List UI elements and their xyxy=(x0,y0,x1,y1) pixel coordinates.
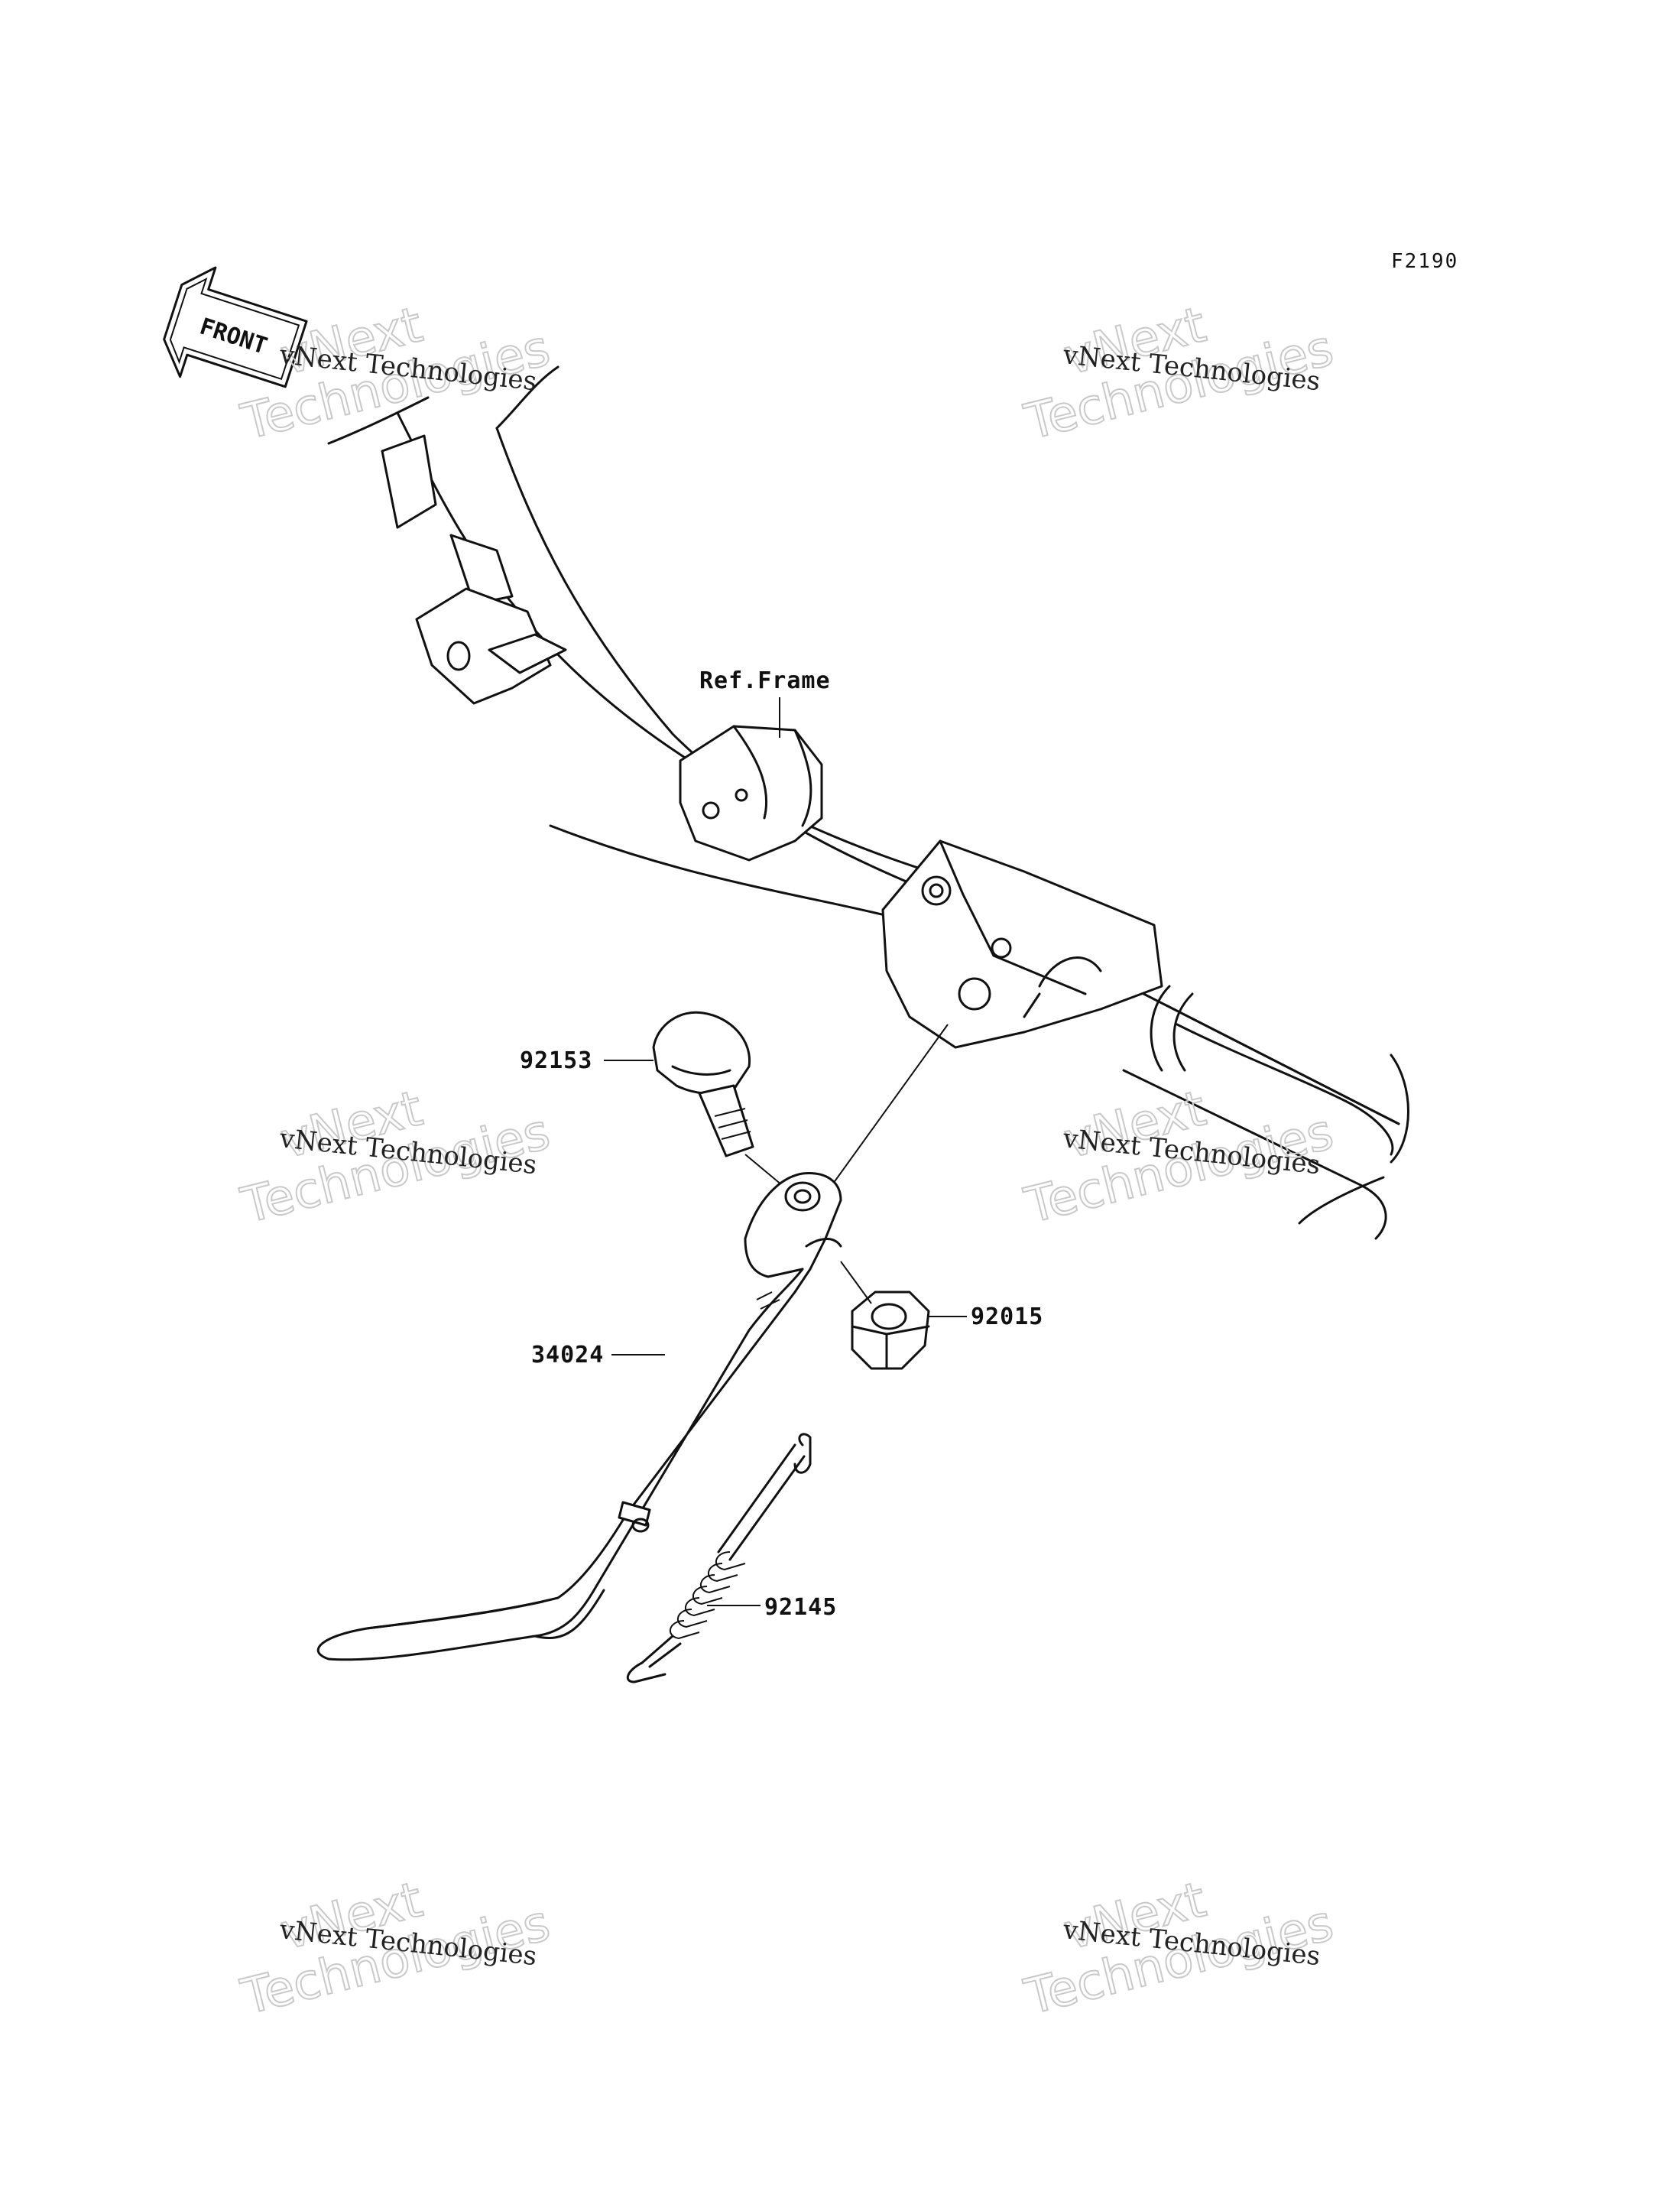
part-34024-label: 34024 xyxy=(531,1342,604,1368)
nut-92015 xyxy=(851,1291,930,1370)
side-stand-34024 xyxy=(316,1172,842,1661)
spring-92145 xyxy=(626,1433,812,1683)
pivot-leader xyxy=(829,1024,949,1190)
part-92145-label: 92145 xyxy=(764,1594,837,1621)
frame-tube xyxy=(327,365,1409,1240)
frame-mount-block xyxy=(679,725,823,862)
part-92015-label: 92015 xyxy=(971,1304,1043,1330)
nut-leader xyxy=(840,1261,872,1304)
front-arrow-icon: FRONT xyxy=(163,266,308,388)
frame-stand-bracket xyxy=(881,839,1163,1049)
bolt-92153 xyxy=(652,1011,754,1157)
diagram-code: F2190 xyxy=(1391,250,1458,273)
ref-frame-label: Ref.Frame xyxy=(699,667,831,694)
frame-upper-bracket xyxy=(381,434,567,705)
part-92153-label: 92153 xyxy=(520,1047,592,1074)
